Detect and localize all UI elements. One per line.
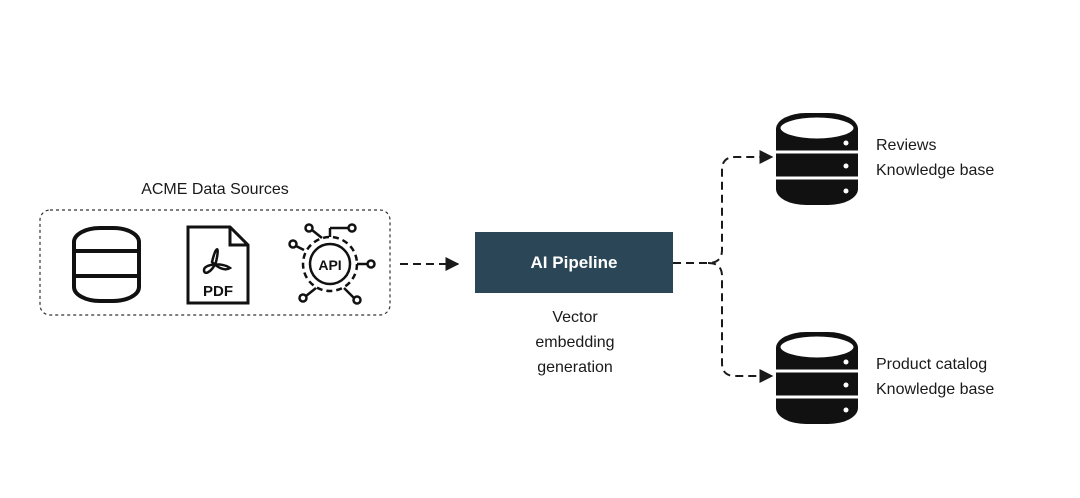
caption-line: generation (537, 359, 613, 376)
pipeline-caption: Vector embedding generation (500, 305, 650, 380)
caption-line: Vector (552, 309, 598, 326)
api-gear-icon: API (288, 223, 376, 305)
kb-label-line1: Reviews (876, 137, 937, 154)
reviews-database-icon (776, 113, 858, 205)
sources-title: ACME Data Sources (141, 181, 289, 198)
caption-line: embedding (535, 334, 615, 351)
api-label: API (318, 257, 341, 273)
kb-label-line2: Knowledge base (876, 162, 995, 179)
arrow-pipeline-to-reviews (673, 150, 774, 264)
kb-label-line2: Knowledge base (876, 381, 995, 398)
ai-pipeline-box: AI Pipeline (475, 232, 673, 293)
sources-container (39, 209, 391, 316)
kb-label-line1: Product catalog (876, 356, 988, 373)
pdf-file-icon: PDF (186, 225, 250, 305)
pdf-label: PDF (203, 283, 233, 300)
catalog-kb-label: Product catalog Knowledge base (876, 352, 994, 402)
catalog-database-icon (776, 332, 858, 424)
source-database-icon (72, 226, 141, 303)
reviews-kb-label: Reviews Knowledge base (876, 133, 994, 183)
ai-pipeline-label: AI Pipeline (530, 252, 618, 272)
arrow-pipeline-to-catalog (707, 262, 774, 383)
